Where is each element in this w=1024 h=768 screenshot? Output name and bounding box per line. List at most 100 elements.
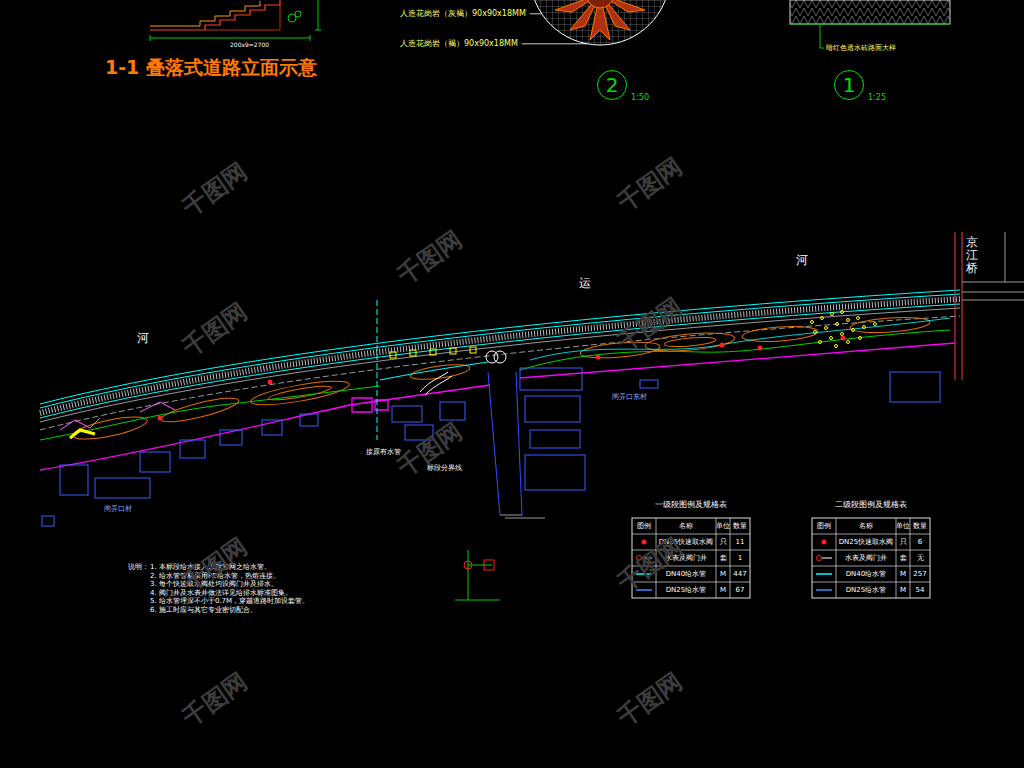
paving-section-detail [790,0,950,24]
river-name: 运 [579,276,591,290]
table-header: 数量 [913,522,927,530]
table-grid [812,518,930,598]
pipe-symbol [816,573,832,575]
paving-circle-detail [530,0,670,45]
table-cell: M [900,586,906,594]
watermark: 千图网 [612,293,687,358]
building [440,402,465,420]
tree-dot [841,311,844,314]
canal-bank [40,316,960,430]
tree-dot [841,333,844,336]
table-cell: 水表及阀门井 [845,554,887,562]
table-cell: 6 [918,538,922,546]
paving-section-detail [790,0,950,48]
table-grid [812,534,930,535]
table-cell: DN25快速取水阀 [839,538,894,546]
watermark: 千图网 [177,668,252,733]
building [180,440,205,458]
tree-dot [836,323,839,326]
table-grid [730,518,731,598]
tree-dot [811,321,814,324]
terrain-contour [664,336,716,349]
table-grid [910,518,911,598]
table-title: 一级段图例及规格表 [655,500,727,510]
watermark: 千图网 [177,298,252,363]
watermark: 千图网 [392,226,467,291]
table-cell: 11 [736,538,745,546]
dimension-text: 200x9=2700 [230,41,269,48]
building [392,406,422,422]
table-header: 图例 [817,522,831,530]
leader-line [522,43,587,44]
hydrant-symbol [841,336,846,341]
tree-dot [857,317,860,320]
village-name: 闸弄口东村 [612,393,647,401]
stair-elevation-detail [150,1,260,26]
division-line [377,300,378,440]
plaza-feature [494,351,506,363]
table-header: 数量 [733,522,747,530]
building [42,516,54,526]
hydrant-detail [464,561,472,569]
building [220,430,242,445]
bridge [955,232,1024,380]
table-header: 名称 [679,522,693,530]
table-grid [812,582,930,583]
plaza-feature [430,349,436,355]
road [488,372,522,515]
paving-circle-detail [530,0,670,45]
stair-elevation-detail [295,11,301,17]
detail-index-circle: 2 [597,70,627,100]
hydrant-detail [455,550,500,600]
table-grid [716,518,717,598]
plaza-feature [420,372,452,395]
building [525,396,580,422]
table-cell: 套 [900,554,907,562]
notes-item: 5. 给水管埋深不小于0.7M，穿越道路时加设套管。 [150,597,309,605]
plaza-feature [410,350,416,356]
tree-dot [831,313,834,316]
hydrant-symbol [720,343,725,348]
bridge-name: 京江桥 [966,236,978,276]
table-cell: 67 [736,586,745,594]
building [640,380,658,388]
table-cell: 只 [720,538,727,546]
stair-elevation-detail [150,0,321,41]
tree-dot [811,311,877,348]
tree-dot [830,337,833,340]
drawing-title: 1-1 叠落式道路立面示意 [105,56,317,79]
canal-bank [40,299,960,413]
hydrant-symbol [158,336,846,421]
hydrant-symbol [596,355,601,360]
road [500,515,545,518]
garden-path [380,362,488,380]
scale-text: 1:50 [631,93,649,103]
building [262,420,282,435]
river-name: 河 [796,253,808,267]
building [300,414,318,426]
table-cell: M [720,586,726,594]
scale-text: 1:25 [868,93,886,103]
hydrant-detail [484,560,494,570]
hydrant-symbol [758,346,763,351]
table-header: 名称 [859,522,873,530]
watermark: 千图网 [177,158,252,223]
site-boundary [352,398,388,412]
table-grid [896,518,897,598]
hydrant-detail [455,550,500,600]
terrain-contour [409,362,470,382]
watermark: 千图网 [392,418,467,483]
meter-symbol [817,556,822,561]
plaza-feature [390,352,396,358]
garden-path [60,402,175,430]
table-grid [632,534,750,535]
garden-path [530,318,950,360]
canal-bank [40,304,960,418]
hydrant-symbol [822,540,827,545]
table-cell: DN25给水管 [846,586,887,594]
garden-path [40,386,380,440]
leader-line [530,13,542,14]
detail-number: 1 [843,75,856,95]
